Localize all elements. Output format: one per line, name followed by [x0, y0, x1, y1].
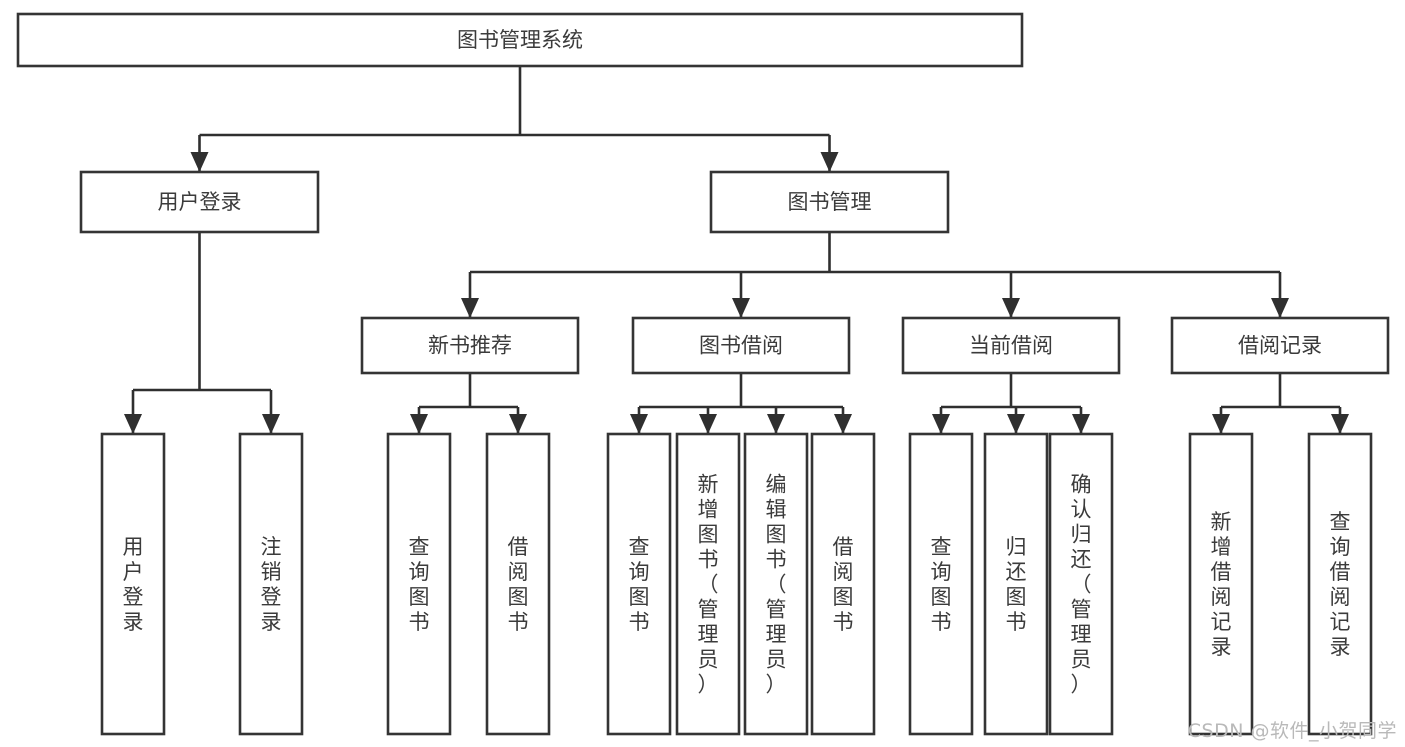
node-leaf-query-book-2[interactable]: 查询图书	[606, 432, 672, 736]
node-label-borrow-record: 借阅记录	[1238, 334, 1322, 358]
node-boxes: 图书管理系统用户登录图书管理新书推荐图书借阅当前借阅借阅记录用户登录注销登录查询…	[16, 12, 1390, 736]
arrow-head-icon	[932, 414, 950, 434]
arrow-head-icon	[1002, 298, 1020, 318]
node-label-leaf-query-book-1: 查询图书	[409, 535, 430, 634]
node-leaf-query-borrow-record[interactable]: 查询借阅记录	[1307, 432, 1373, 736]
arrow-head-icon	[1072, 414, 1090, 434]
node-label-root: 图书管理系统	[457, 28, 583, 52]
arrow-head-icon	[732, 298, 750, 318]
node-user-login[interactable]: 用户登录	[79, 170, 320, 234]
node-label-leaf-confirm-return-admin: 确认归还（管理员）	[1071, 473, 1092, 697]
arrow-head-icon	[410, 414, 428, 434]
node-leaf-confirm-return-admin[interactable]: 确认归还（管理员）	[1048, 432, 1114, 736]
node-label-user-login: 用户登录	[158, 190, 242, 214]
node-box-new-book-recommend	[360, 316, 580, 375]
node-leaf-return-book[interactable]: 归还图书	[983, 432, 1049, 736]
node-box-book-manage	[709, 170, 950, 234]
node-box-leaf-borrow-book-2	[810, 432, 876, 736]
node-box-leaf-add-book-admin	[675, 432, 741, 736]
node-box-leaf-query-borrow-record	[1307, 432, 1373, 736]
arrow-head-icon	[699, 414, 717, 434]
node-label-leaf-query-borrow-record: 查询借阅记录	[1330, 510, 1351, 659]
node-label-new-book-recommend: 新书推荐	[428, 334, 512, 358]
arrow-head-icon	[1271, 298, 1289, 318]
node-box-leaf-query-book-2	[606, 432, 672, 736]
node-leaf-query-book-1[interactable]: 查询图书	[386, 432, 452, 736]
node-label-leaf-user-logout: 注销登录	[261, 535, 282, 634]
csdn-watermark: CSDN @软件_小贺同学	[1187, 720, 1397, 742]
arrow-head-icon	[262, 414, 280, 434]
node-label-leaf-add-book-admin: 新增图书（管理员）	[698, 473, 719, 697]
node-label-leaf-borrow-book-1: 借阅图书	[508, 535, 529, 634]
node-label-leaf-query-book-3: 查询图书	[931, 535, 952, 634]
node-box-user-login	[79, 170, 320, 234]
node-borrow-record[interactable]: 借阅记录	[1170, 316, 1390, 375]
arrow-head-icon	[1212, 414, 1230, 434]
node-box-book-borrow	[631, 316, 851, 375]
node-box-borrow-record	[1170, 316, 1390, 375]
arrow-head-icon	[767, 414, 785, 434]
node-label-current-borrow: 当前借阅	[969, 334, 1053, 358]
node-box-leaf-confirm-return-admin	[1048, 432, 1114, 736]
node-box-leaf-add-borrow-record	[1188, 432, 1254, 736]
node-root[interactable]: 图书管理系统	[16, 12, 1024, 68]
node-label-leaf-borrow-book-2: 借阅图书	[833, 535, 854, 634]
node-leaf-user-login[interactable]: 用户登录	[100, 432, 166, 736]
node-box-leaf-user-logout	[238, 432, 304, 736]
node-leaf-add-book-admin[interactable]: 新增图书（管理员）	[675, 432, 741, 736]
node-leaf-edit-book-admin[interactable]: 编辑图书（管理员）	[743, 432, 809, 736]
connector-lines	[124, 66, 1349, 434]
node-label-leaf-edit-book-admin: 编辑图书（管理员）	[766, 473, 787, 697]
node-box-leaf-query-book-1	[386, 432, 452, 736]
arrow-head-icon	[820, 152, 839, 172]
node-box-leaf-query-book-3	[908, 432, 974, 736]
node-new-book-recommend[interactable]: 新书推荐	[360, 316, 580, 375]
arrow-head-icon	[1007, 414, 1025, 434]
node-box-leaf-borrow-book-1	[485, 432, 551, 736]
arrow-head-icon	[124, 414, 142, 434]
node-book-manage[interactable]: 图书管理	[709, 170, 950, 234]
node-label-book-manage: 图书管理	[788, 190, 872, 214]
arrow-head-icon	[630, 414, 648, 434]
arrow-head-icon	[1331, 414, 1349, 434]
node-leaf-user-logout[interactable]: 注销登录	[238, 432, 304, 736]
node-leaf-borrow-book-2[interactable]: 借阅图书	[810, 432, 876, 736]
node-book-borrow[interactable]: 图书借阅	[631, 316, 851, 375]
node-box-current-borrow	[901, 316, 1121, 375]
node-label-leaf-add-borrow-record: 新增借阅记录	[1211, 510, 1232, 659]
node-label-leaf-user-login: 用户登录	[123, 535, 144, 634]
node-box-leaf-user-login	[100, 432, 166, 736]
node-box-root	[16, 12, 1024, 68]
node-leaf-query-book-3[interactable]: 查询图书	[908, 432, 974, 736]
arrow-head-icon	[509, 414, 527, 434]
node-leaf-add-borrow-record[interactable]: 新增借阅记录	[1188, 432, 1254, 736]
node-leaf-borrow-book-1[interactable]: 借阅图书	[485, 432, 551, 736]
node-current-borrow[interactable]: 当前借阅	[901, 316, 1121, 375]
arrow-head-icon	[461, 298, 479, 318]
arrow-head-icon	[190, 152, 209, 172]
node-label-book-borrow: 图书借阅	[699, 334, 783, 358]
node-box-leaf-edit-book-admin	[743, 432, 809, 736]
arrow-head-icon	[834, 414, 852, 434]
node-label-leaf-query-book-2: 查询图书	[629, 535, 650, 634]
node-box-leaf-return-book	[983, 432, 1049, 736]
node-label-leaf-return-book: 归还图书	[1006, 535, 1027, 634]
